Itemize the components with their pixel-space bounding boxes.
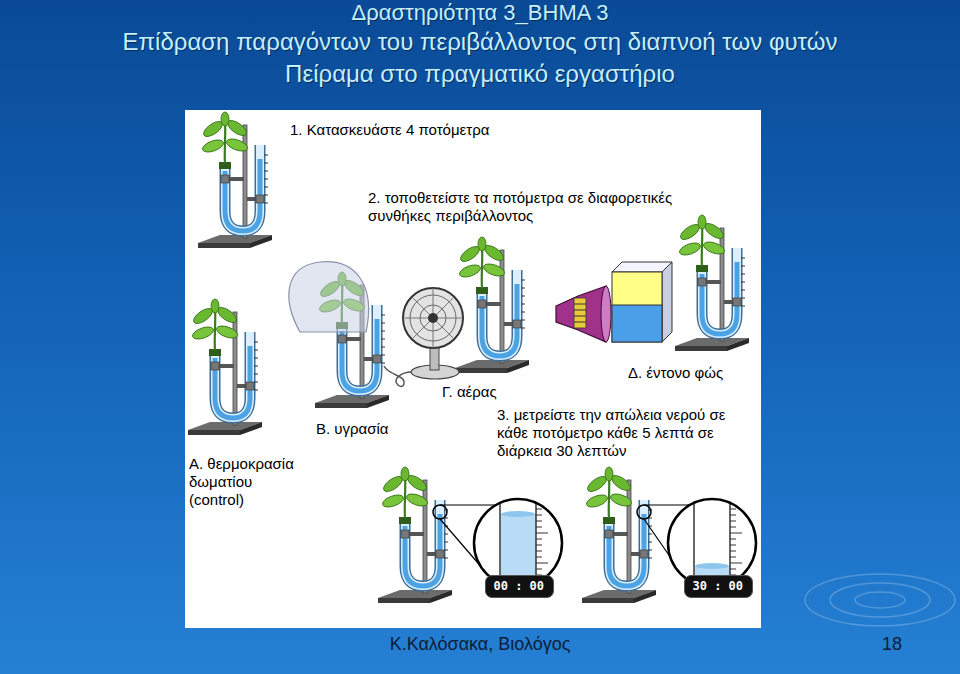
magnifier [730,503,742,581]
white-panel [185,110,761,628]
potometer [188,299,262,435]
slide-number: 18 [882,634,902,656]
step-label: 1. Κατασκευάστε 4 ποτόμετρα [290,121,489,139]
magnifier [637,505,651,519]
fan [384,288,463,386]
lamp [574,304,586,322]
ripples [855,592,905,608]
magnifier [433,490,562,604]
timer-text: 30 : 00 [693,579,744,593]
timer-box: 00 : 00 [485,575,554,598]
magnifier [501,511,535,517]
magnifier [668,499,756,587]
timer-text: 00 : 00 [494,579,545,593]
lamp [556,286,606,342]
slide-subtitle: Επίδραση παραγόντων του περιβάλλοντος στ… [123,28,838,57]
fan [403,288,463,348]
water-tank [612,305,662,342]
lamp [601,286,611,342]
timer-box: 30 : 00 [684,575,753,598]
potometer [675,215,749,351]
water-tank [612,272,662,342]
condition-label: Γ. αέρας [442,383,497,401]
plastic-bag [289,262,369,332]
magnifier [536,503,548,581]
fan [428,313,438,323]
potometer [582,467,656,603]
fan [430,346,439,370]
ripples [805,574,955,626]
magnifier [433,505,447,519]
slide-subtitle: Πείραμα στο πραγματικό εργαστήριο [285,60,675,89]
ripples [830,583,930,617]
magnifier [637,490,756,606]
slide-title: Δραστηριότητα 3_ΒΗΜΑ 3 [351,0,608,26]
magnifier [474,499,562,587]
step-label: 2. τοποθετείστε τα ποτόμετρα σε διαφορετ… [368,189,673,225]
fan [384,366,412,386]
fan [403,288,463,348]
condition-label: Α. θερμοκρασία δωματίου (control) [189,455,311,509]
condition-label: Β. υγρασία [316,420,389,438]
ripples [805,574,955,626]
step-label: 3. μετρείστε την απώλεια νερού σε κάθε π… [497,406,745,460]
author-footer: Κ.Καλόσακα, Βιολόγος [390,634,571,656]
water-tank [612,262,672,342]
potometer [378,467,452,603]
condition-label: Δ. έντονο φώς [628,364,723,382]
potometer [455,237,529,373]
magnifier [695,563,729,569]
lamp [556,286,611,342]
potometer [198,112,272,248]
water-tank [662,262,672,342]
lamp [574,298,586,328]
